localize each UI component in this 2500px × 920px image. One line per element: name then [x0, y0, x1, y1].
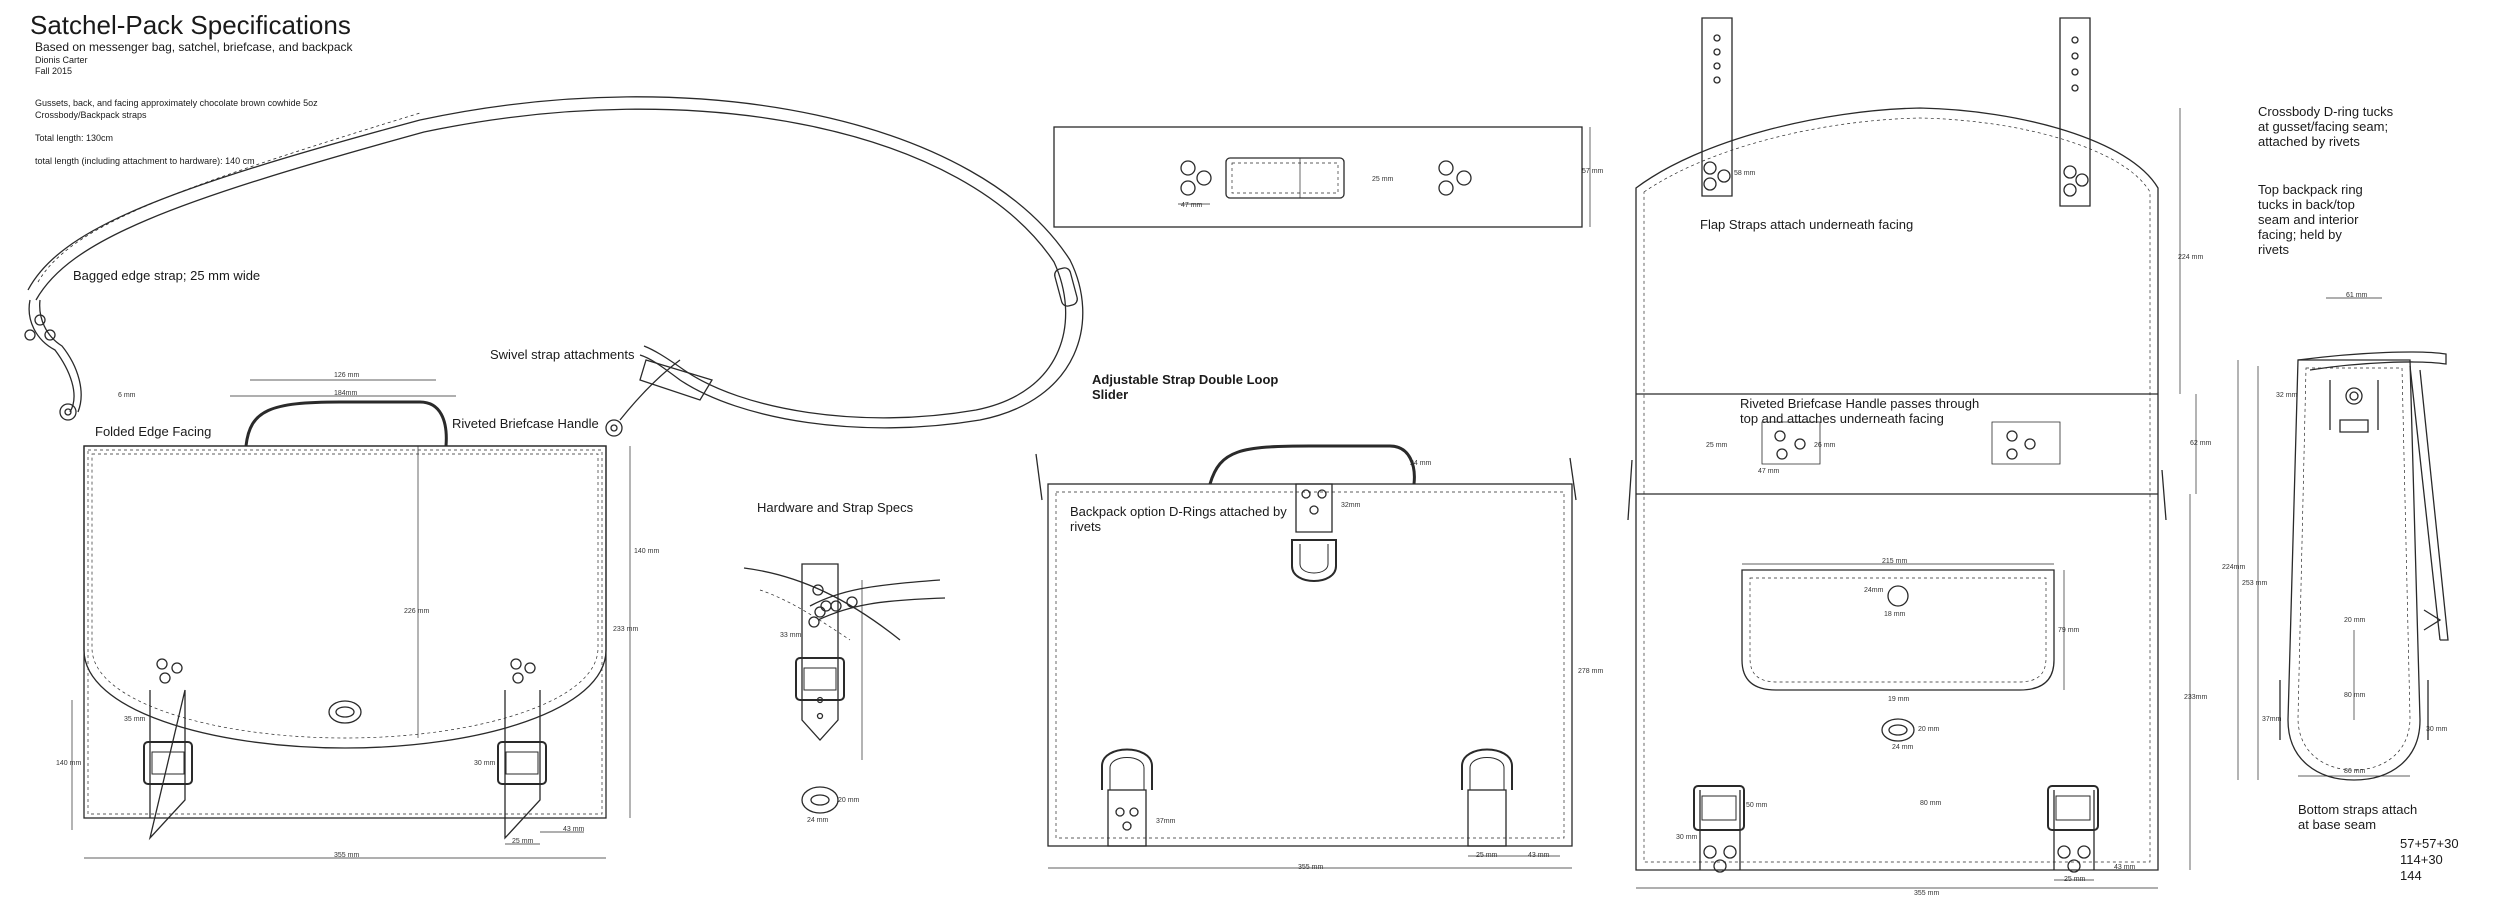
dim-20b: 20 mm: [1918, 726, 1940, 733]
hardware-note: Hardware and Strap Specs: [757, 500, 914, 515]
dim-47: 47 mm: [1181, 202, 1203, 209]
dim-253: 253 mm: [2242, 580, 2268, 587]
dim-37: 37mm: [1156, 818, 1176, 825]
subtitle: Based on messenger bag, satchel, briefca…: [35, 40, 353, 54]
top-ring-note-3: seam and interior: [2258, 212, 2359, 227]
dim-80: 80 mm: [1920, 800, 1942, 807]
adjustable-note-2: Slider: [1092, 387, 1129, 402]
dim-43c: 43 mm: [2114, 864, 2136, 871]
dim-43: 43 mm: [563, 826, 585, 833]
adjustable-note-1: Adjustable Strap Double Loop: [1092, 372, 1279, 387]
dim-25d: 25 mm: [1706, 442, 1728, 449]
dim-140a: 140 mm: [634, 548, 660, 555]
date: Fall 2015: [35, 66, 73, 76]
calc-line-3: 144: [2400, 868, 2422, 883]
dim-25: 25 mm: [512, 838, 534, 845]
dim-30: 30 mm: [474, 760, 496, 767]
dim-19: 19 mm: [1888, 696, 1910, 703]
top-panel-view: [1053, 126, 1591, 228]
dim-24c: 24mm: [1864, 587, 1884, 594]
dim-80b: 80 mm: [2344, 692, 2366, 699]
dim-224: 224 mm: [2178, 254, 2204, 261]
page-title: Satchel-Pack Specifications: [30, 10, 351, 40]
dim-24b: 24 mm: [1410, 460, 1432, 467]
dim-79: 79 mm: [2058, 627, 2080, 634]
bottom-straps-note-2: at base seam: [2298, 817, 2377, 832]
back-view: [1035, 444, 1577, 869]
dim-126: 126 mm: [334, 372, 360, 379]
dim-30b: 30 mm: [1676, 834, 1698, 841]
total-length: Total length: 130cm: [35, 133, 114, 143]
dim-86: 86 mm: [2344, 768, 2366, 775]
dim-35: 35 mm: [124, 716, 146, 723]
crossbody-note-1: Crossbody D-ring tucks: [2258, 104, 2394, 119]
dim-24: 24 mm: [807, 817, 829, 824]
dim-25b: 25 mm: [1372, 176, 1394, 183]
top-ring-note-4: facing; held by: [2258, 227, 2342, 242]
flat-pattern-view: [1627, 17, 2197, 889]
crossbody-note-3: attached by rivets: [2258, 134, 2360, 149]
dim-20c: 20 mm: [2344, 617, 2366, 624]
dim-43b: 43 mm: [1528, 852, 1550, 859]
dim-62: 62 mm: [2190, 440, 2212, 447]
dim-37b: 37mm: [2262, 716, 2282, 723]
briefcase-note-1: Riveted Briefcase Handle passes through: [1740, 396, 1980, 411]
dim-224b: 224mm: [2222, 564, 2246, 571]
crossbody-strap: [24, 96, 1084, 437]
dim-25e: 25 mm: [2064, 876, 2086, 883]
swivel-note: Swivel strap attachments: [490, 347, 635, 362]
dim-278: 278 mm: [1578, 668, 1604, 675]
top-ring-note-2: tucks in back/top: [2258, 197, 2355, 212]
dim-25c: 25 mm: [1476, 852, 1498, 859]
dim-50: 50 mm: [1746, 802, 1768, 809]
dim-140b: 140 mm: [56, 760, 82, 767]
dim-355a: 355 mm: [334, 852, 360, 859]
folded-edge-note: Folded Edge Facing: [95, 424, 212, 439]
bottom-straps-note-1: Bottom straps attach: [2298, 802, 2418, 817]
dim-32b: 32 mm: [2276, 392, 2298, 399]
dim-24d: 24 mm: [1892, 744, 1914, 751]
dim-233b: 233mm: [2184, 694, 2208, 701]
dim-6mm: 6 mm: [118, 392, 136, 399]
dim-20: 20 mm: [838, 797, 860, 804]
backpack-note-1: Backpack option D-Rings attached by: [1070, 504, 1287, 519]
material-line-2: Crossbody/Backpack straps: [35, 110, 147, 120]
dim-18: 18 mm: [1884, 611, 1906, 618]
backpack-note-2: rivets: [1070, 519, 1102, 534]
dim-57: 57 mm: [1582, 168, 1604, 175]
top-ring-note-5: rivets: [2258, 242, 2290, 257]
calc-line-1: 57+57+30: [2400, 836, 2459, 851]
top-ring-note-1: Top backpack ring: [2258, 182, 2363, 197]
dim-30c: 30 mm: [2426, 726, 2448, 733]
dim-58: 58 mm: [1734, 170, 1756, 177]
calc-line-2: 114+30: [2400, 852, 2443, 867]
dim-355b: 355 mm: [1298, 864, 1324, 871]
dim-26: 26 mm: [1814, 442, 1836, 449]
riveted-handle-note: Riveted Briefcase Handle: [452, 416, 599, 431]
hardware-detail: [743, 563, 946, 814]
dim-32: 32mm: [1341, 502, 1361, 509]
dim-215: 215 mm: [1882, 558, 1908, 565]
bagged-strap-note: Bagged edge strap; 25 mm wide: [73, 268, 261, 283]
front-satchel-view: [71, 379, 631, 859]
dim-226: 226 mm: [404, 608, 430, 615]
side-gusset-view: [2237, 297, 2449, 781]
material-line-1: Gussets, back, and facing approximately …: [35, 98, 318, 108]
total-length-hardware: total length (including attachment to ha…: [35, 156, 255, 166]
dim-33: 33 mm: [780, 632, 802, 639]
dim-355c: 355 mm: [1914, 890, 1940, 897]
author: Dionis Carter: [35, 55, 88, 65]
flap-straps-note: Flap Straps attach underneath facing: [1700, 217, 1914, 232]
dim-47b: 47 mm: [1758, 468, 1780, 475]
dim-233: 233 mm: [613, 626, 639, 633]
dim-61: 61 mm: [2346, 292, 2368, 299]
dim-184: 184mm: [334, 390, 358, 397]
crossbody-note-2: at gusset/facing seam;: [2258, 119, 2389, 134]
